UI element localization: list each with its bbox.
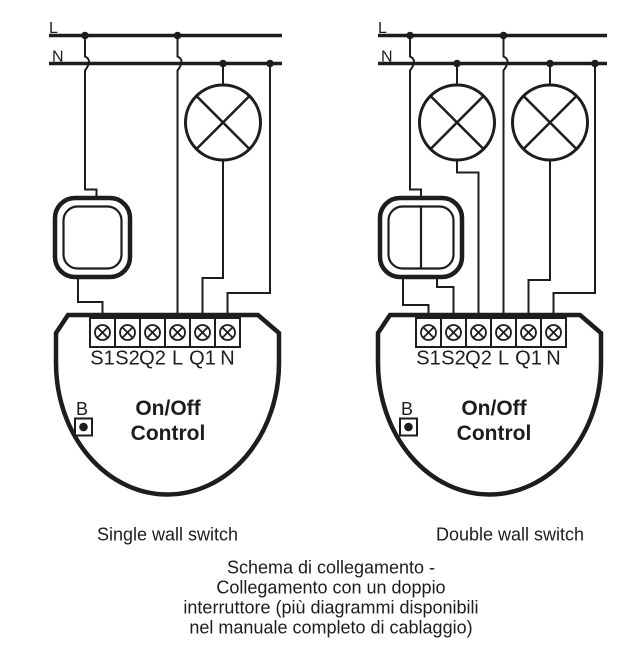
neutral-bus-label: N — [381, 49, 393, 66]
terminal-label: Q2 — [465, 348, 492, 370]
lamp-icon — [511, 83, 589, 162]
wire-lamp2-to-terminal-q1 — [527, 160, 551, 319]
wire-live-to-switch — [84, 35, 98, 198]
wire-switch-to-terminal-s1 — [77, 277, 104, 319]
terminal-screw-icon — [119, 324, 136, 341]
wire-live-to-switch — [409, 35, 422, 198]
terminal-block: S1 S2 Q2 L Q1 N — [415, 317, 567, 370]
terminal-label: Q1 — [515, 348, 542, 370]
terminal-label: Q2 — [139, 348, 166, 370]
wire-live-to-terminal-l — [502, 35, 509, 319]
terminal-screw-icon — [169, 324, 186, 341]
double-switch-diagram: L N — [375, 20, 607, 545]
diagram-caption: Single wall switch — [97, 525, 238, 545]
footer-line: interruttore (più diagrammi disponibili — [183, 598, 478, 618]
service-button-label: B — [401, 399, 413, 419]
terminal-label: S1 — [90, 348, 114, 370]
device-name-line1: On/Off — [461, 397, 527, 420]
wire-neutral-to-terminal-n — [226, 63, 271, 319]
junction-dot — [266, 59, 274, 68]
service-button: B — [399, 399, 418, 437]
terminal-label: S1 — [416, 348, 440, 370]
wall-switch-single-icon — [52, 195, 133, 280]
terminal-screw-icon — [495, 324, 512, 341]
footer-line: nel manuale completo di cablaggio) — [189, 618, 472, 638]
terminal-screw-icon — [545, 324, 562, 341]
junction-dot — [219, 59, 227, 68]
terminal-label: N — [546, 348, 560, 370]
junction-dot — [453, 59, 461, 68]
device-name-line2: Control — [457, 422, 532, 445]
junction-dot — [546, 59, 554, 68]
terminal-screw-icon — [94, 324, 111, 341]
service-button: B — [74, 399, 93, 437]
live-bus-label: L — [378, 20, 387, 37]
wire-lamp-to-terminal-q1 — [201, 160, 224, 319]
terminal-label: Q1 — [189, 348, 216, 370]
terminal-screw-icon — [144, 324, 161, 341]
live-bus-label: L — [49, 20, 58, 37]
service-button-label: B — [76, 399, 88, 419]
junction-dot — [499, 31, 508, 40]
device-body — [53, 312, 282, 497]
service-button-dot-icon — [404, 422, 413, 432]
junction-dot — [173, 31, 182, 40]
terminal-screw-icon — [470, 324, 487, 341]
device-body — [375, 312, 604, 497]
terminal-label: N — [220, 348, 234, 370]
wire-neutral-to-terminal-n — [552, 63, 596, 319]
wire-switch-to-terminal-s1 — [402, 277, 430, 319]
wire-live-to-terminal-l — [176, 35, 183, 319]
device-name-line1: On/Off — [135, 397, 201, 420]
junction-dot — [81, 31, 89, 40]
lamp-icon — [184, 83, 262, 162]
diagram-caption: Double wall switch — [436, 525, 584, 545]
terminal-label: L — [172, 348, 183, 370]
single-switch-diagram: L N — [49, 20, 282, 545]
junction-dot — [591, 59, 599, 68]
terminal-label: L — [498, 348, 509, 370]
service-button-dot-icon — [79, 422, 88, 432]
footer-caption: Schema di collegamento - Collegamento co… — [183, 558, 478, 638]
terminal-screw-icon — [420, 324, 437, 341]
footer-line: Collegamento con un doppio — [216, 578, 445, 598]
wire-switch-to-terminal-s2 — [436, 277, 455, 319]
terminal-screw-icon — [445, 324, 462, 341]
terminal-label: S2 — [115, 348, 139, 370]
terminal-screw-icon — [194, 324, 211, 341]
terminal-block: S1 S2 Q2 L Q1 N — [89, 317, 241, 370]
lamp-icon — [418, 83, 496, 162]
footer-line: Schema di collegamento - — [227, 558, 435, 578]
device-name-line2: Control — [131, 422, 206, 445]
junction-dot — [406, 31, 414, 40]
terminal-label: S2 — [441, 348, 465, 370]
wall-switch-double-icon — [377, 195, 465, 280]
terminal-screw-icon — [520, 324, 537, 341]
terminal-screw-icon — [219, 324, 236, 341]
wire-lamp1-to-terminal-q2 — [456, 160, 480, 319]
neutral-bus-label: N — [52, 49, 64, 66]
